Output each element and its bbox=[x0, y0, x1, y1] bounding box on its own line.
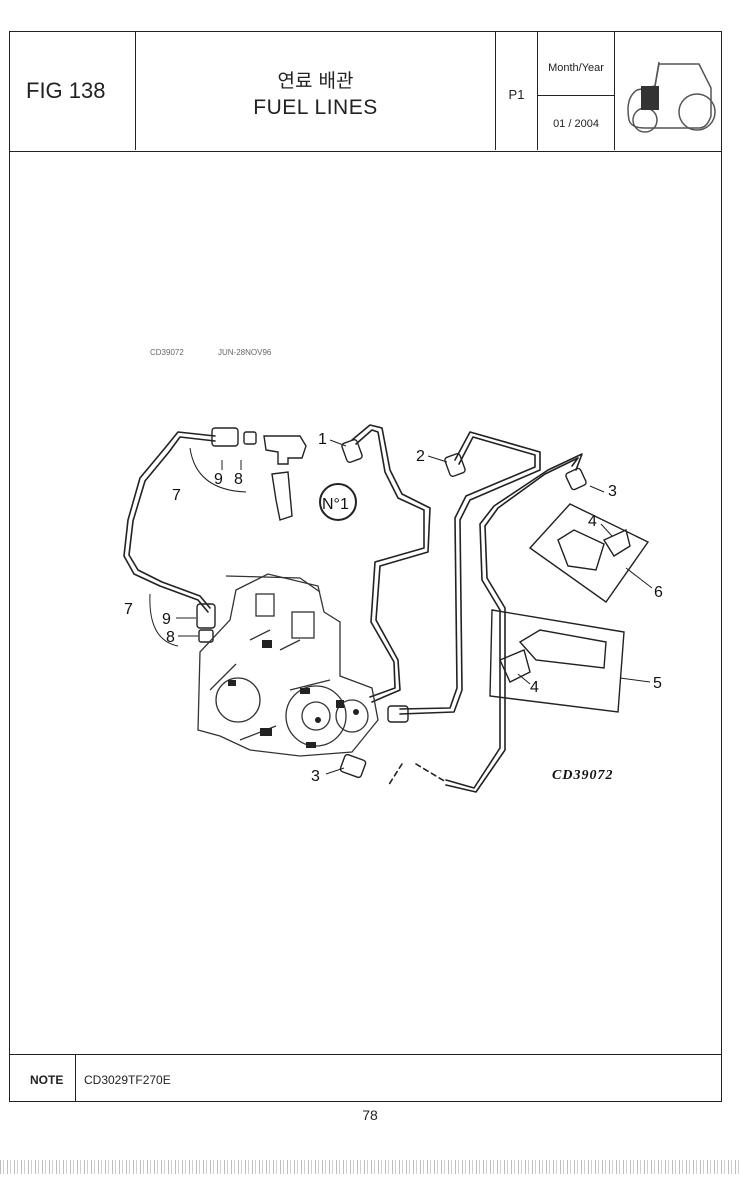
callout-7-lower: 7 bbox=[124, 601, 133, 618]
cylinder-label: N°1 bbox=[322, 496, 349, 513]
callout-3-upper: 3 bbox=[608, 483, 617, 500]
note-label: NOTE bbox=[10, 1055, 76, 1102]
date-cell: Month/Year 01 / 2004 bbox=[538, 32, 615, 150]
tractor-icon bbox=[615, 32, 721, 150]
diagram-code: CD39072 bbox=[552, 768, 613, 783]
callout-1: 1 bbox=[318, 431, 327, 448]
title-block: FIG 138 연료 배관 FUEL LINES P1 Month/Year 0… bbox=[10, 32, 721, 152]
scan-artifact bbox=[0, 1160, 740, 1174]
callout-6: 6 bbox=[654, 584, 663, 601]
callout-4-lower: 4 bbox=[530, 679, 539, 696]
title-cell: 연료 배관 FUEL LINES bbox=[136, 32, 496, 150]
callout-8-lower: 8 bbox=[166, 629, 175, 646]
callout-8-upper: 8 bbox=[234, 471, 243, 488]
page-code: P1 bbox=[496, 32, 538, 150]
title-korean: 연료 배관 bbox=[277, 70, 354, 92]
callout-5: 5 bbox=[653, 675, 662, 692]
note-row: NOTE CD3029TF270E bbox=[10, 1054, 721, 1102]
stamp-date: JUN-28NOV96 bbox=[218, 348, 272, 357]
callout-9-lower: 9 bbox=[162, 611, 171, 628]
callout-9-upper: 9 bbox=[214, 471, 223, 488]
page-number: 78 bbox=[362, 1107, 378, 1123]
callout-7-upper: 7 bbox=[172, 487, 181, 504]
callout-3-lower: 3 bbox=[311, 768, 320, 785]
note-value: CD3029TF270E bbox=[84, 1073, 171, 1087]
callout-4-upper: 4 bbox=[588, 513, 597, 530]
date-label: Month/Year bbox=[538, 32, 614, 96]
page-frame: FIG 138 연료 배관 FUEL LINES P1 Month/Year 0… bbox=[9, 31, 722, 1102]
fig-number: FIG 138 bbox=[10, 32, 136, 150]
date-value: 01 / 2004 bbox=[553, 118, 599, 130]
title-english: FUEL LINES bbox=[253, 96, 378, 119]
callout-2: 2 bbox=[416, 448, 425, 465]
stamp-code: CD39072 bbox=[150, 348, 184, 357]
